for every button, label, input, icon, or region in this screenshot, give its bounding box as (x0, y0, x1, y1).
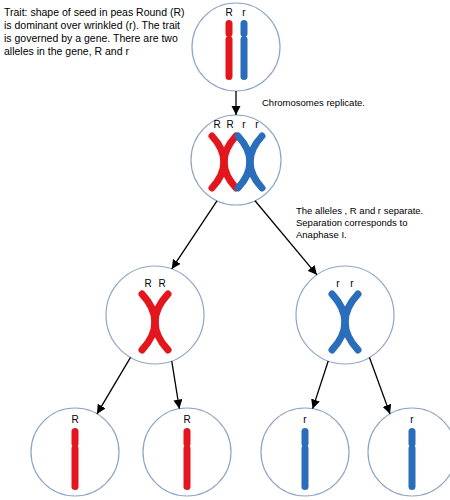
allele-label: r (255, 119, 258, 130)
allele-label: R (225, 7, 232, 18)
cell-circle: RR (105, 265, 205, 365)
arrow-connector (97, 357, 131, 413)
allele-label: R (183, 414, 190, 425)
cell-membrane (31, 408, 119, 496)
cell-circle: rr (295, 265, 395, 365)
cell-circle: R (30, 407, 120, 497)
cell-outline (190, 114, 282, 206)
allele-label: r (336, 278, 339, 289)
arrow-connector (370, 357, 391, 413)
chromosome-arm (184, 445, 191, 490)
chromosome-arm (241, 36, 248, 80)
annotation-text: The alleles , R and r separate. Separati… (296, 205, 446, 241)
chromatid (212, 136, 224, 188)
allele-label: r (242, 7, 245, 18)
cell-membrane (192, 3, 280, 91)
chromatid (142, 294, 155, 350)
chromosome-arm (226, 36, 233, 80)
allele-label: R (226, 119, 233, 130)
cell-membrane (191, 115, 281, 205)
cell-outline (191, 2, 281, 92)
allele-label: R (158, 278, 165, 289)
allele-label: R (144, 278, 151, 289)
arrow-connector (235, 91, 236, 115)
cell-membrane (261, 408, 349, 496)
arrow-connector (172, 361, 180, 409)
cell-outline (105, 265, 205, 365)
cell-membrane (296, 266, 394, 364)
chromosome-arm (409, 428, 416, 447)
chromatid (155, 294, 168, 350)
cell-membrane (143, 408, 231, 496)
chromosome-arm (72, 428, 79, 447)
annotation-text: Trait: shape of seed in peas Round (R) i… (4, 6, 190, 59)
cell-outline (295, 265, 395, 365)
chromosome-arm (302, 428, 309, 447)
allele-label: r (303, 414, 306, 425)
chromosome-arm (72, 445, 79, 490)
cell-circle: RRrr (190, 114, 282, 206)
chromatid (224, 136, 236, 188)
cell-circle: Rr (191, 2, 281, 92)
chromatid (345, 294, 358, 350)
chromatid (332, 294, 345, 350)
chromosome-arm (409, 445, 416, 490)
allele-label: r (350, 278, 353, 289)
allele-label: R (213, 119, 220, 130)
chromosome-arm (226, 20, 233, 37)
cell-circle: r (367, 407, 450, 497)
chromosome-arm (241, 20, 248, 37)
arrow-connector (313, 361, 329, 409)
allele-label: r (242, 119, 245, 130)
cell-outline (367, 407, 450, 497)
cell-membrane (106, 266, 204, 364)
cell-circle: R (142, 407, 232, 497)
arrow-connector (172, 201, 217, 269)
cell-membrane (368, 408, 450, 496)
chromosome-arm (184, 428, 191, 447)
annotation-text: Chromosomes replicate. (262, 97, 412, 109)
allele-label: r (410, 414, 413, 425)
chromosome-arm (302, 445, 309, 490)
chromatid (238, 136, 250, 188)
allele-label: R (71, 414, 78, 425)
chromatid (250, 136, 262, 188)
cell-circle: r (260, 407, 350, 497)
